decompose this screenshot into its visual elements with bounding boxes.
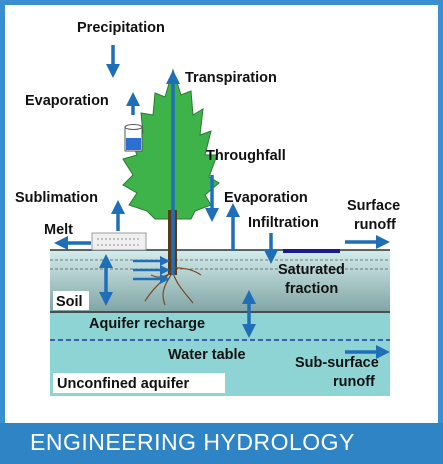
diagram-canvas: Precipitation Transpiration Evaporation … [5,5,438,423]
soil-label-box [53,291,89,310]
subsurface-runoff-label-2: runoff [333,374,375,390]
evaporation-top-label: Evaporation [25,93,109,109]
gauge-top [124,124,143,130]
surface-runoff-label-2: runoff [354,217,396,233]
soil-label: Soil [56,294,83,310]
subsurface-runoff-label-1: Sub-surface [295,355,379,371]
transpiration-label: Transpiration [185,70,277,86]
sublimation-label: Sublimation [15,190,98,206]
surface-runoff-label-1: Surface [347,198,400,214]
unconfined-aquifer-label: Unconfined aquifer [57,376,189,392]
snowpack [91,232,147,251]
infiltration-label: Infiltration [248,215,319,231]
evaporation-mid-label: Evaporation [224,190,308,206]
saturated-label-1: Saturated [278,262,345,278]
aquifer-label-box [53,373,225,393]
gauge-water [126,138,141,150]
throughfall-label: Throughfall [206,148,286,164]
water-table-label: Water table [168,347,246,363]
aquifer-recharge-label: Aquifer recharge [89,316,205,332]
melt-label: Melt [44,222,73,238]
hydrology-diagram: Precipitation Transpiration Evaporation … [15,20,400,396]
soil-layer [50,250,390,313]
saturated-label-2: fraction [285,281,338,297]
banner-title: ENGINEERING HYDROLOGY [30,429,355,455]
title-banner: ENGINEERING HYDROLOGY [0,423,443,464]
precipitation-label: Precipitation [77,20,165,36]
